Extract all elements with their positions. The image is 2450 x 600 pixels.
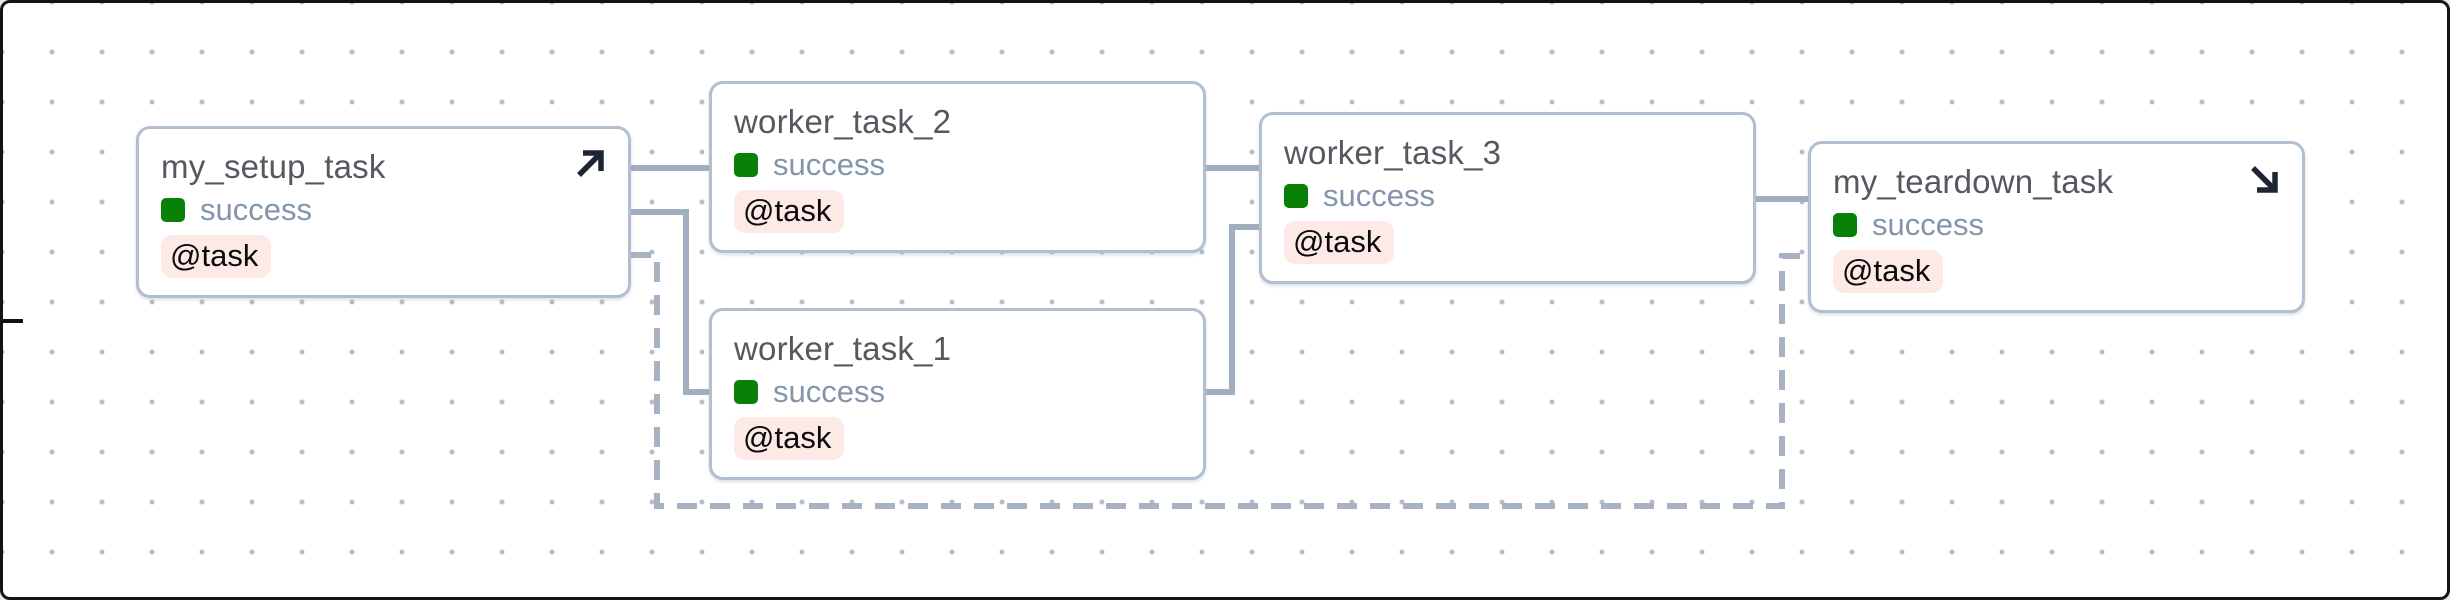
task-badge-row: @task: [734, 190, 1203, 233]
task-status-label: success: [200, 192, 312, 227]
task-decorator-badge: @task: [1284, 221, 1395, 264]
task-badge-row: @task: [1284, 221, 1753, 264]
task-title: worker_task_2: [734, 103, 952, 140]
task-badge-row: @task: [161, 235, 628, 278]
task-status-row: success: [161, 192, 628, 227]
task-node-worker-task-2[interactable]: worker_task_2 success @task: [709, 81, 1206, 253]
success-status-square: [1833, 213, 1857, 237]
task-decorator-badge: @task: [1833, 250, 1944, 293]
edge-setup-to-worker1: [631, 209, 709, 395]
task-title: worker_task_3: [1284, 134, 1502, 171]
edge-worker1-to-worker3: [1206, 224, 1259, 395]
canvas-left-edge-tick: [3, 319, 23, 323]
task-badge-row: @task: [734, 417, 1203, 460]
task-title: worker_task_1: [734, 330, 952, 367]
task-node-my-setup-task[interactable]: my_setup_task success @task: [136, 126, 631, 298]
task-node-worker-task-3[interactable]: worker_task_3 success @task: [1259, 112, 1756, 284]
task-status-label: success: [1323, 178, 1435, 213]
success-status-square: [734, 153, 758, 177]
task-status-label: success: [773, 147, 885, 182]
task-decorator-badge: @task: [734, 417, 845, 460]
task-status-row: success: [1833, 207, 2302, 242]
success-status-square: [734, 380, 758, 404]
task-status-label: success: [1872, 207, 1984, 242]
task-node-my-teardown-task[interactable]: my_teardown_task success @task: [1808, 141, 2305, 313]
task-title: my_setup_task: [161, 148, 386, 185]
task-status-label: success: [773, 374, 885, 409]
task-title: my_teardown_task: [1833, 163, 2114, 200]
arrow-up-right-icon: [566, 140, 614, 188]
task-decorator-badge: @task: [161, 235, 272, 278]
task-status-row: success: [1284, 178, 1753, 213]
task-node-worker-task-1[interactable]: worker_task_1 success @task: [709, 308, 1206, 480]
task-decorator-badge: @task: [734, 190, 845, 233]
success-status-square: [161, 198, 185, 222]
task-status-row: success: [734, 147, 1203, 182]
task-status-row: success: [734, 374, 1203, 409]
success-status-square: [1284, 184, 1308, 208]
task-badge-row: @task: [1833, 250, 2302, 293]
arrow-down-right-icon: [2240, 155, 2288, 203]
